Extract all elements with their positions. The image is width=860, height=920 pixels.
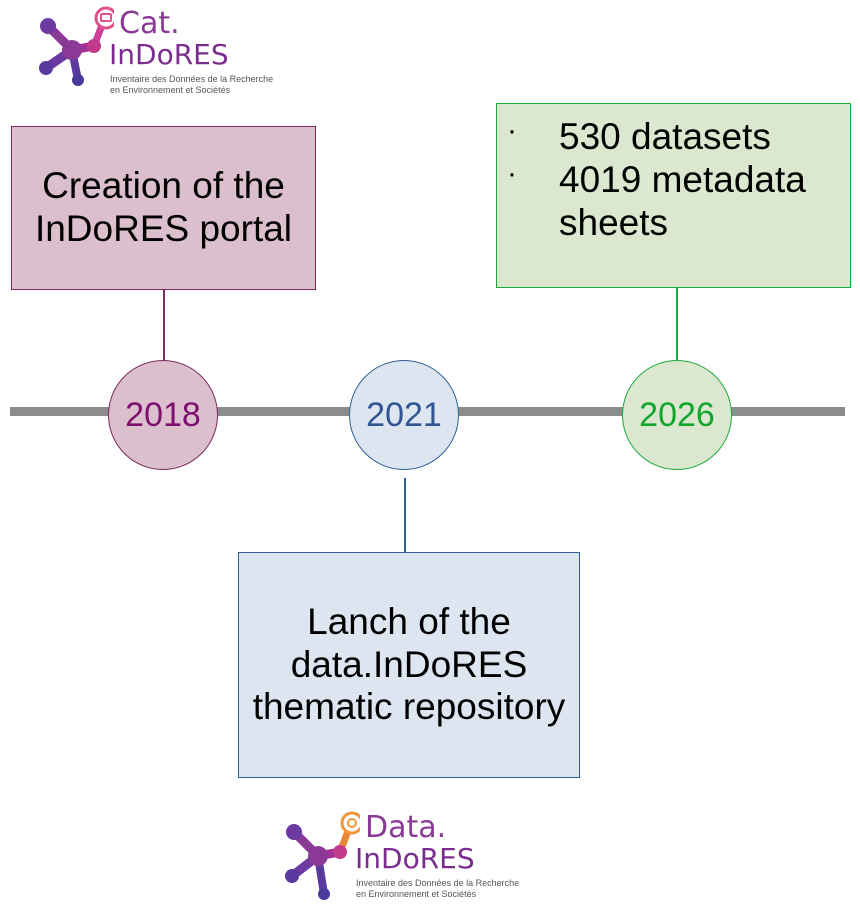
cat-logo-tagline-2: en Environnement et Sociétés (110, 85, 231, 95)
bullet-text: 4019 metadata sheets (559, 158, 806, 243)
indores-molecule-icon (285, 811, 360, 900)
list-item: · 4019 metadata sheets (497, 156, 842, 245)
connector-2021 (404, 478, 406, 552)
event-text-2018: Creation of the InDoRES portal (34, 165, 293, 249)
connector-2018 (163, 290, 165, 364)
year-circle-2021: 2021 (349, 360, 459, 470)
list-item: · 530 datasets (497, 114, 842, 159)
event-box-2026: · 530 datasets · 4019 metadata sheets (496, 103, 851, 288)
data-logo-prefix: Data. (365, 810, 447, 845)
connector-2026 (676, 288, 678, 364)
data-logo-name: InDoRES (355, 842, 475, 875)
bullet-text: 530 datasets (559, 116, 771, 157)
cat-indores-logo: Cat. InDoRES Inventaire des Données de l… (34, 6, 334, 116)
year-label-2018: 2018 (125, 395, 201, 434)
bullet-icon: · (507, 156, 517, 190)
event-text-2021: Lanch of the data.InDoRES thematic repos… (252, 600, 566, 728)
data-indores-logo: Data. InDoRES Inventaire des Données de … (280, 810, 580, 920)
year-circle-2018: 2018 (108, 360, 218, 470)
data-logo-tagline-1: Inventaire des Données de la Recherche (356, 878, 520, 888)
year-label-2021: 2021 (366, 395, 442, 434)
event-box-2021: Lanch of the data.InDoRES thematic repos… (238, 552, 580, 778)
year-label-2026: 2026 (639, 395, 715, 434)
year-circle-2026: 2026 (622, 360, 732, 470)
event-bullet-list-2026: · 530 datasets · 4019 metadata sheets (497, 114, 842, 245)
data-logo-tagline-2: en Environnement et Sociétés (356, 889, 477, 899)
cat-logo-prefix: Cat. (119, 6, 180, 41)
cat-logo-tagline-1: Inventaire des Données de la Recherche (110, 74, 274, 84)
indores-molecule-icon (39, 6, 114, 86)
bullet-icon: · (507, 114, 517, 147)
event-box-2018: Creation of the InDoRES portal (11, 126, 316, 290)
cat-logo-name: InDoRES (109, 38, 229, 71)
